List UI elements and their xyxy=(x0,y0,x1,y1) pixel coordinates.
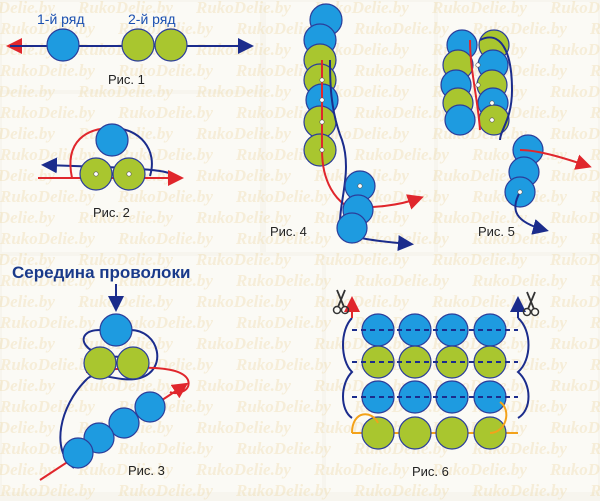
fig6-bead xyxy=(435,416,469,450)
fig5-caption: Рис. 5 xyxy=(478,224,515,239)
fig3-green-bead xyxy=(116,346,150,380)
fig6-orange-loop-right xyxy=(489,401,508,434)
fig3-navy-loop-left xyxy=(82,329,131,358)
wire-crossing-dot xyxy=(475,82,481,88)
fig1-row2-label: 2-й ряд xyxy=(128,11,176,27)
fig6-left-loop xyxy=(342,317,354,419)
fig3-title: Середина проволоки xyxy=(12,263,191,282)
wire-crossing-dot xyxy=(319,77,325,83)
fig3-blue-bead xyxy=(108,407,140,439)
fig2-caption: Рис. 2 xyxy=(93,205,130,220)
scissors-icon xyxy=(332,289,350,315)
fig5-bead xyxy=(444,104,476,136)
fig3-green-bead xyxy=(83,346,117,380)
fig1-blue-bead xyxy=(46,28,80,62)
wire-crossing-dot xyxy=(93,171,99,177)
wire-crossing-dot xyxy=(517,189,523,195)
wire-crossing-dot xyxy=(126,171,132,177)
wire-crossing-dot xyxy=(319,119,325,125)
fig5-red-end xyxy=(519,149,592,170)
wire-crossing-dot xyxy=(475,62,481,68)
fig4-blue-bead xyxy=(336,212,368,244)
fig1-row1-label: 1-й ряд xyxy=(37,11,85,27)
wire-crossing-dot xyxy=(319,147,325,153)
fig6-bead xyxy=(398,416,432,450)
fig5-navy-wire xyxy=(479,36,514,141)
fig6-caption: Рис. 6 xyxy=(412,464,449,479)
wire-crossing-dot xyxy=(357,183,363,189)
fig1-caption: Рис. 1 xyxy=(108,72,145,87)
fig6-orange-loop-left xyxy=(351,413,379,434)
panel-fig3 xyxy=(2,256,322,492)
scissors-icon xyxy=(522,291,540,317)
fig6-right-loop xyxy=(516,317,530,419)
fig1-green-bead xyxy=(154,28,188,62)
fig3-blue-bead xyxy=(134,391,166,423)
fig1-green-bead xyxy=(121,28,155,62)
fig5-red-wire xyxy=(469,39,481,131)
fig3-blue-bead xyxy=(99,313,133,347)
fig5-navy-end xyxy=(514,191,549,235)
fig4-caption: Рис. 4 xyxy=(270,224,307,239)
fig2-blue-bead xyxy=(95,123,129,157)
wire-crossing-dot xyxy=(319,97,325,103)
fig3-caption: Рис. 3 xyxy=(128,463,165,478)
wire-crossing-dot xyxy=(489,100,495,106)
fig3-blue-bead xyxy=(62,437,94,469)
wire-crossing-dot xyxy=(489,117,495,123)
fig6-bead xyxy=(361,416,395,450)
